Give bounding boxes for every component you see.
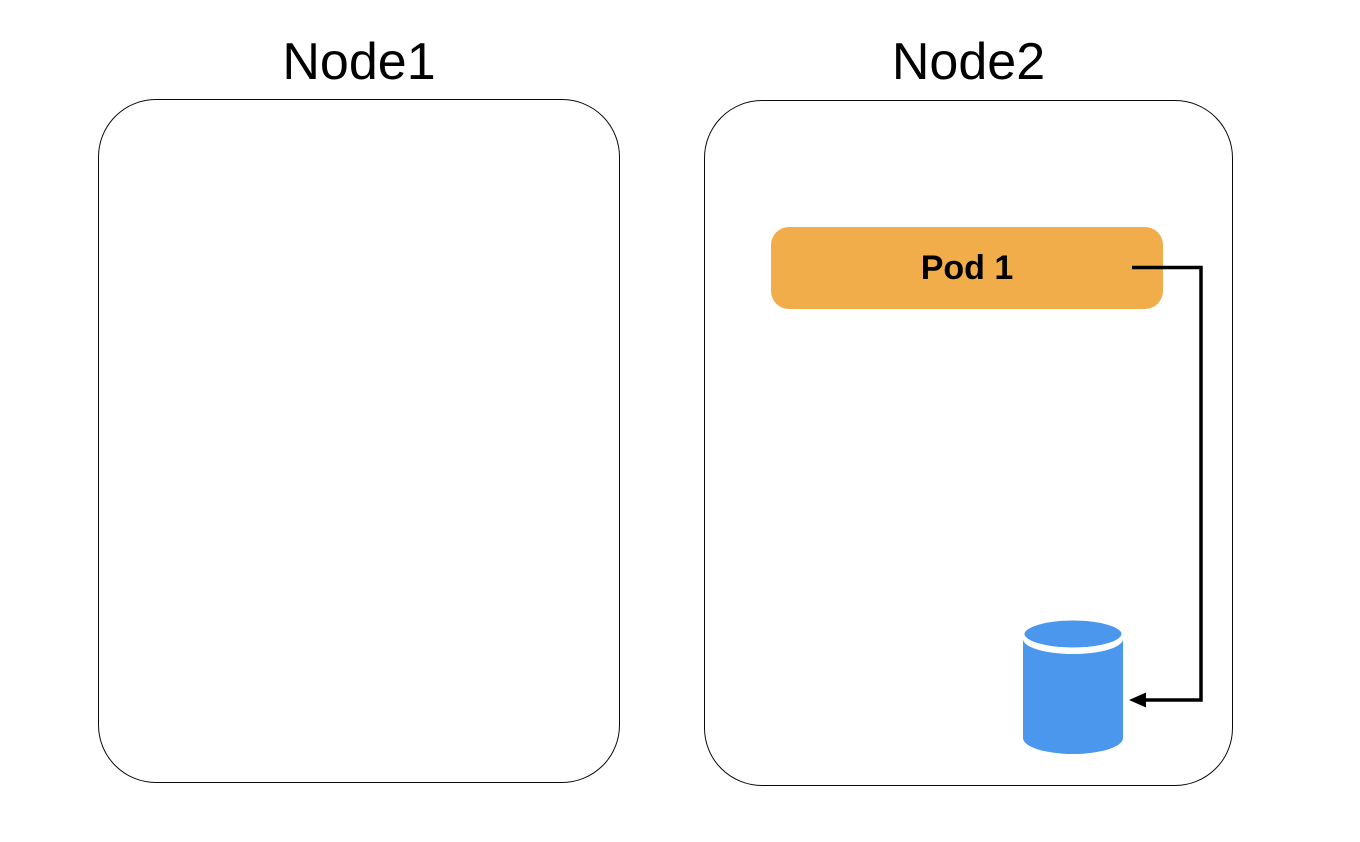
database-cylinder-body [1023,639,1123,754]
database-cylinder-icon [1021,617,1125,754]
database-cylinder-lid [1021,617,1125,651]
node1-container [98,99,620,783]
node2-title: Node2 [891,33,1046,91]
node2-container [704,100,1233,786]
pod1-label: Pod 1 [920,248,1014,287]
pod1-box: Pod 1 [771,227,1163,309]
node1-title: Node1 [282,33,436,91]
